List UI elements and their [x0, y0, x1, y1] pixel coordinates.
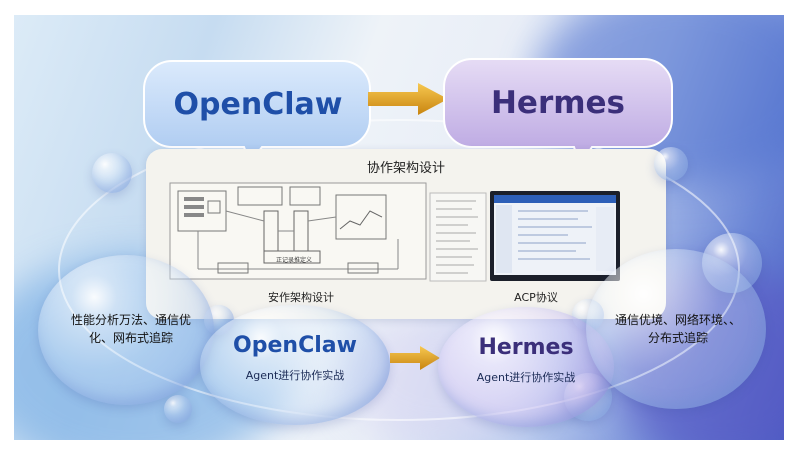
mid-left-title: OpenClaw [233, 333, 357, 358]
mid-left-subtitle: Agent进行协作实战 [245, 369, 345, 382]
architecture-diagram [169, 182, 427, 280]
right-info-bubble [586, 249, 766, 409]
openclaw-agent-bubble [200, 305, 390, 425]
diagram-center-label: 正记录推定义 [275, 257, 312, 264]
hermes-title: Hermes [490, 85, 626, 121]
architecture-panel: 协作架构设计 正记录推定义 安作架构设计 [146, 149, 666, 319]
left-caption: 安作架构设计 [268, 291, 334, 304]
right-caption: ACP协议 [514, 291, 558, 304]
left-bubble-text: 性能分析万法、通信优化、网布式追踪 [70, 313, 191, 345]
canvas: OpenClaw Hermes 协作架构设计 [14, 15, 784, 440]
arrow-right-icon [368, 83, 448, 115]
small-bubble [92, 153, 132, 193]
small-bubble [164, 395, 192, 423]
left-info-bubble [38, 255, 214, 405]
right-bubble-text: 通信优境、网络环境、、分布式追踪 [614, 313, 741, 345]
panel-title: 协作架构设计 [366, 161, 445, 176]
mid-right-title: Hermes [478, 335, 574, 360]
arrow-right-icon [390, 346, 440, 370]
small-bubble [654, 147, 688, 181]
hermes-agent-bubble [438, 307, 614, 427]
mid-right-subtitle: Agent进行协作实战 [476, 371, 576, 384]
openclaw-title: OpenClaw [173, 86, 343, 122]
acp-screenshot [429, 191, 620, 282]
